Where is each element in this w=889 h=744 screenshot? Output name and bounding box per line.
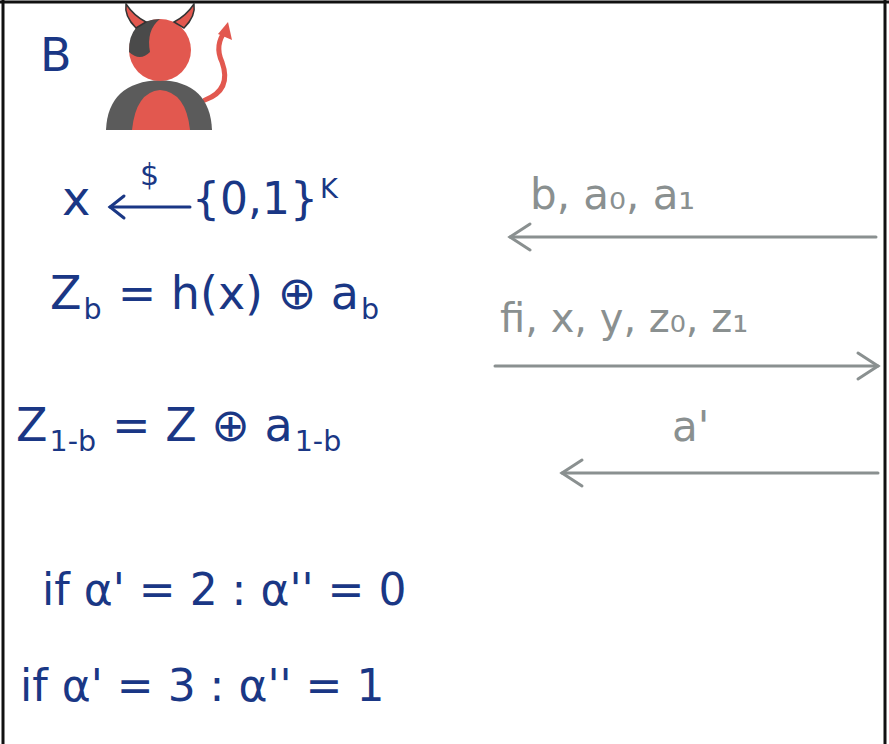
text: B <box>40 30 72 81</box>
text: x <box>62 172 90 225</box>
subscript: b <box>361 294 379 325</box>
arrow-head <box>858 353 878 379</box>
frame-line <box>0 1 889 4</box>
message-label: b, a₀, a₁ <box>530 172 695 218</box>
body-front <box>132 90 190 130</box>
condition: if α' = 3 : α'' = 1 <box>20 662 384 710</box>
subscript: 1-b <box>50 426 97 457</box>
arrow-shaft <box>110 206 190 209</box>
text: a' <box>672 404 709 450</box>
party-name: B <box>40 30 72 81</box>
sample-symbol: $ <box>140 158 159 191</box>
arrow-head <box>562 460 582 486</box>
frame-line <box>884 0 887 744</box>
variable: x <box>62 172 90 225</box>
text: b, a₀, a₁ <box>530 172 695 218</box>
text: if α' = 3 : α'' = 1 <box>20 662 384 710</box>
horn <box>174 4 194 28</box>
arrow-shaft <box>495 365 878 368</box>
text: $ <box>140 158 159 191</box>
message-arrow <box>562 460 878 486</box>
sample-arrow <box>110 196 190 218</box>
text: Z <box>16 400 48 451</box>
set-expression: {0,1}K <box>192 174 338 223</box>
text: = Z ⊕ a <box>112 400 293 451</box>
message-arrow <box>510 224 876 250</box>
superscript: K <box>320 174 338 204</box>
arrow-shaft <box>510 236 876 239</box>
message-arrow <box>495 353 878 379</box>
tail <box>205 30 226 100</box>
equation: Z1-b= Z ⊕ a1-b <box>16 400 341 458</box>
text: fi, x, y, z₀, z₁ <box>500 296 748 340</box>
arrow-head <box>110 196 124 218</box>
tail-tip <box>218 22 232 40</box>
subscript: 1-b <box>295 426 342 457</box>
text: {0,1} <box>192 175 318 223</box>
frame-line <box>2 0 5 744</box>
equation: Zb= h(x) ⊕ ab <box>50 268 379 326</box>
text: = h(x) ⊕ a <box>118 268 359 319</box>
text: if α' = 2 : α'' = 0 <box>42 566 406 614</box>
message-label: a' <box>672 404 709 450</box>
head <box>129 19 191 81</box>
subscript: b <box>84 294 102 325</box>
message-label: fi, x, y, z₀, z₁ <box>500 296 748 340</box>
body <box>106 80 212 130</box>
arrow-shaft <box>562 472 878 475</box>
text: Z <box>50 268 82 319</box>
horn <box>126 4 146 28</box>
arrow-head <box>510 224 530 250</box>
devil-icon <box>106 4 232 130</box>
condition: if α' = 2 : α'' = 0 <box>42 566 406 614</box>
